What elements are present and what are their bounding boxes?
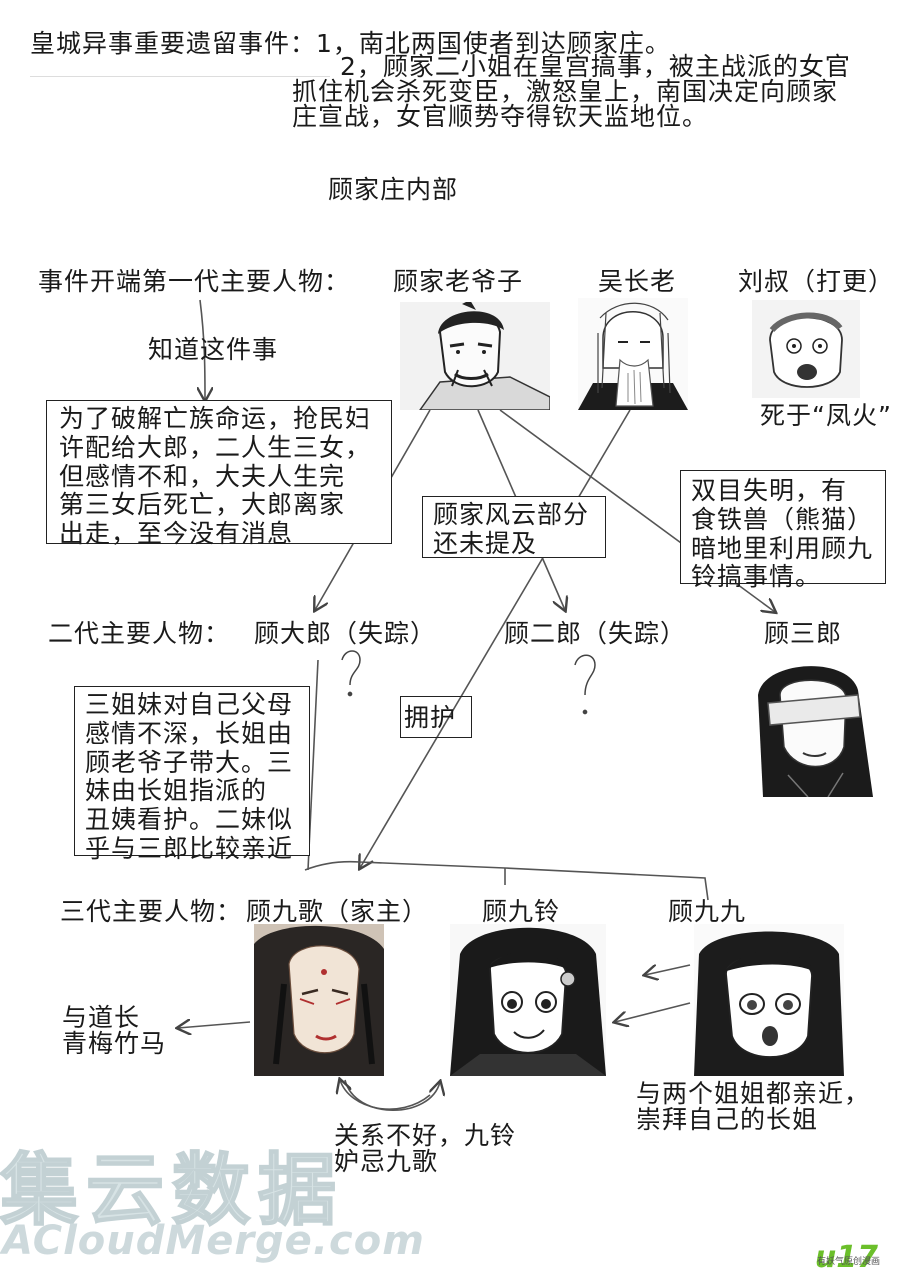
u17-logo: u17: [814, 1240, 878, 1275]
elder-note-line: 许配给大郎，二人生三女，: [59, 432, 372, 462]
wu-to-jiuling-support-line: [360, 409, 631, 868]
header-item2-line3: 庄宣战，女官顺势夺得钦天监地位。: [292, 102, 709, 131]
knows-arrow: [200, 299, 205, 400]
question-mark-2: [574, 654, 596, 696]
header-title: 皇城异事重要遗留事件：1，南北两国使者到达顾家庄。: [30, 29, 671, 58]
gen3-jiujiu-name: 顾九九: [668, 897, 747, 926]
gen3-jiuge-name: 顾九歌（家主）: [246, 897, 429, 926]
jiujiu-portrait-icon: [694, 924, 844, 1076]
rivalry-note-line: 关系不好，九铃: [334, 1121, 517, 1150]
gen1-liu-name: 刘叔（打更）: [738, 267, 895, 296]
elder-note-line: 第三女后死亡，大郎离家: [59, 490, 346, 520]
wu-note-box: 双目失明，有 食铁兽（熊猫） 暗地里利用顾九 铃搞事情。: [680, 470, 886, 591]
jiuge-portrait-icon: [254, 924, 384, 1076]
sisters-note-box: 三姐妹对自己父母 感情不深，长姐由 顾老爷子带大。三 妹由长姐指派的 丑姨看护。…: [74, 686, 310, 863]
sisters-note-line: 三姐妹对自己父母: [85, 690, 294, 719]
watermark-cn: 集云数据: [0, 1145, 345, 1237]
gen3-label: 三代主要人物：: [60, 897, 243, 926]
jiujiu-note-line: 与两个姐姐都亲近，: [636, 1079, 871, 1108]
sisters-note-line: 感情不深，长姐由: [85, 718, 294, 748]
elder-note-line: 为了破解亡族命运，抢民妇: [59, 404, 372, 433]
rivalry-arc: [344, 1080, 440, 1111]
header-divider: [30, 76, 330, 77]
gen1-wu-name: 吴长老: [598, 267, 677, 296]
elder-note-line: 但感情不和，大夫人生完: [59, 461, 346, 491]
elder-note-line: 出走，至今没有消息: [59, 519, 294, 548]
elder-portrait-icon: [400, 302, 550, 410]
support-box: [400, 696, 472, 738]
jiuge-note-line: 青梅竹马: [62, 1029, 167, 1058]
section-title: 顾家庄内部: [328, 175, 459, 204]
white-beard-elder-portrait-icon: [578, 298, 688, 410]
sisters-note-line: 乎与三郎比较亲近: [85, 833, 294, 863]
elder-note-box: 为了破解亡族命运，抢民妇 许配给大郎，二人生三女， 但感情不和，大夫人生完 第三…: [46, 400, 392, 548]
gen2-label: 二代主要人物：: [48, 619, 231, 648]
gen3-jiuling-name: 顾九铃: [482, 897, 561, 926]
gen2-erlang-name: 顾二郎（失踪）: [504, 619, 687, 648]
jiuge-note-arrow: [178, 1022, 251, 1028]
wu-note-line: 铃搞事情。: [691, 562, 822, 592]
fengyun-note-line: 还未提及: [433, 528, 538, 558]
gen2-dalang-name: 顾大郎（失踪）: [254, 619, 437, 648]
blindfolded-man-portrait-icon: [748, 655, 880, 797]
third-gen-bracket: [304, 860, 709, 901]
wu-note-line: 双目失明，有: [691, 476, 848, 505]
knows-note: 知道这件事: [148, 335, 279, 364]
jiuling-portrait-icon: [450, 924, 606, 1076]
sisters-note-line: 妹由长姐指派的: [85, 776, 268, 806]
liu-note: 死于“凤火”: [760, 401, 892, 430]
jiujiu-note-line: 崇拜自己的长姐: [636, 1105, 819, 1134]
header-item2-line1: 2，顾家二小姐在皇宫搞事，被主战派的女官: [340, 52, 851, 81]
fengyun-note-line: 顾家风云部分: [433, 500, 590, 529]
rivalry-arc-back: [340, 1080, 431, 1110]
gen1-label: 事件开端第一代主要人物：: [38, 267, 351, 296]
wu-note-line: 食铁兽（熊猫）: [691, 504, 874, 534]
question-mark-1: [341, 650, 361, 686]
header-item2-line2: 抓住机会杀死变臣，激怒皇上，南国决定向顾家: [292, 77, 839, 106]
u17-logo-subtitle: 有妖气原创漫画: [816, 1257, 880, 1267]
question-dot-2: [582, 709, 588, 715]
gen2-sanlang-name: 顾三郎: [764, 619, 843, 648]
jiuge-note-line: 与道长: [62, 1003, 141, 1032]
old-man-portrait-icon: [752, 300, 860, 398]
sisters-note-line: 丑姨看护。二妹似: [85, 805, 294, 834]
gen1-elder-name: 顾家老爷子: [393, 267, 524, 296]
support-label: 拥护: [404, 703, 457, 732]
wu-note-line: 暗地里利用顾九: [691, 533, 874, 563]
fengyun-note-box: 顾家风云部分 还未提及: [422, 496, 606, 558]
sisters-note-line: 顾老爷子带大。三: [85, 747, 294, 777]
question-dot-1: [347, 691, 353, 697]
jiujiu-to-jiuge-arrow: [645, 964, 691, 975]
watermark-en: ACloudMerge.com: [2, 1218, 425, 1264]
rivalry-note-line: 妒忌九歌: [334, 1147, 439, 1176]
jiujiu-to-jiuling-arrow: [615, 1002, 691, 1022]
